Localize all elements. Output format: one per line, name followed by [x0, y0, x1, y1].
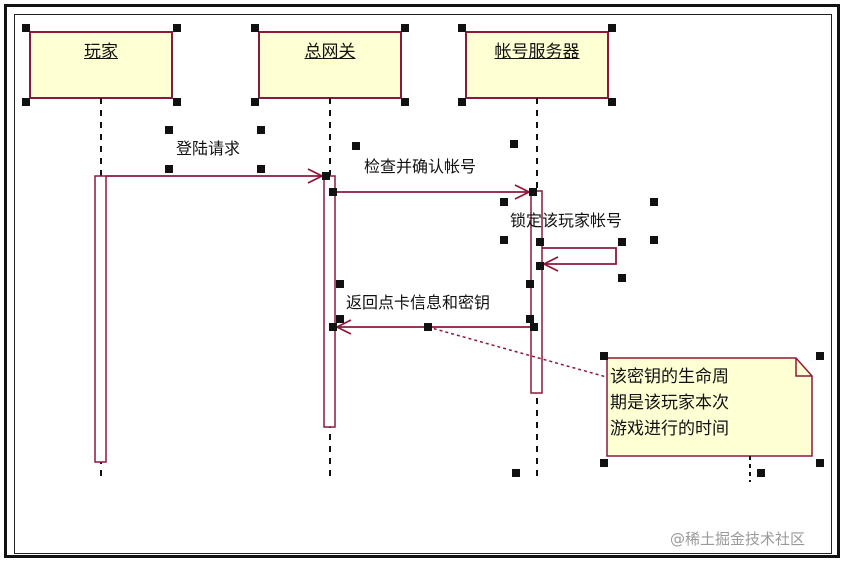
message-label-check: 检查并确认帐号 — [364, 157, 477, 176]
activation-player[interactable] — [94, 175, 107, 463]
actor-label-player: 玩家 — [84, 42, 118, 62]
note-fold — [795, 358, 812, 377]
note-box[interactable] — [606, 357, 813, 457]
watermark: @稀土掘金技术社区 — [670, 530, 806, 548]
message-arrow-lock[interactable] — [542, 247, 617, 265]
actor-box-player[interactable] — [29, 31, 173, 99]
note-line: 期是该玩家本次 — [610, 393, 729, 413]
message-label-login: 登陆请求 — [176, 139, 241, 158]
note-connector — [427, 326, 611, 379]
actor-box-account-server[interactable] — [465, 31, 609, 99]
diagram-canvas — [14, 14, 832, 554]
actor-label-account-server: 帐号服务器 — [494, 42, 580, 62]
selection-handles[interactable] — [22, 24, 824, 477]
note-text: 该密钥的生命周 期是该玩家本次 游戏进行的时间 — [610, 364, 729, 442]
activation-gateway[interactable] — [323, 175, 336, 428]
actor-label-gateway: 总网关 — [304, 42, 356, 62]
note-line: 该密钥的生命周 — [610, 367, 729, 387]
message-label-lock: 锁定该玩家帐号 — [510, 211, 623, 230]
message-label-return: 返回点卡信息和密钥 — [346, 293, 491, 312]
actor-box-gateway[interactable] — [258, 31, 402, 99]
note-line: 游戏进行的时间 — [610, 419, 729, 439]
